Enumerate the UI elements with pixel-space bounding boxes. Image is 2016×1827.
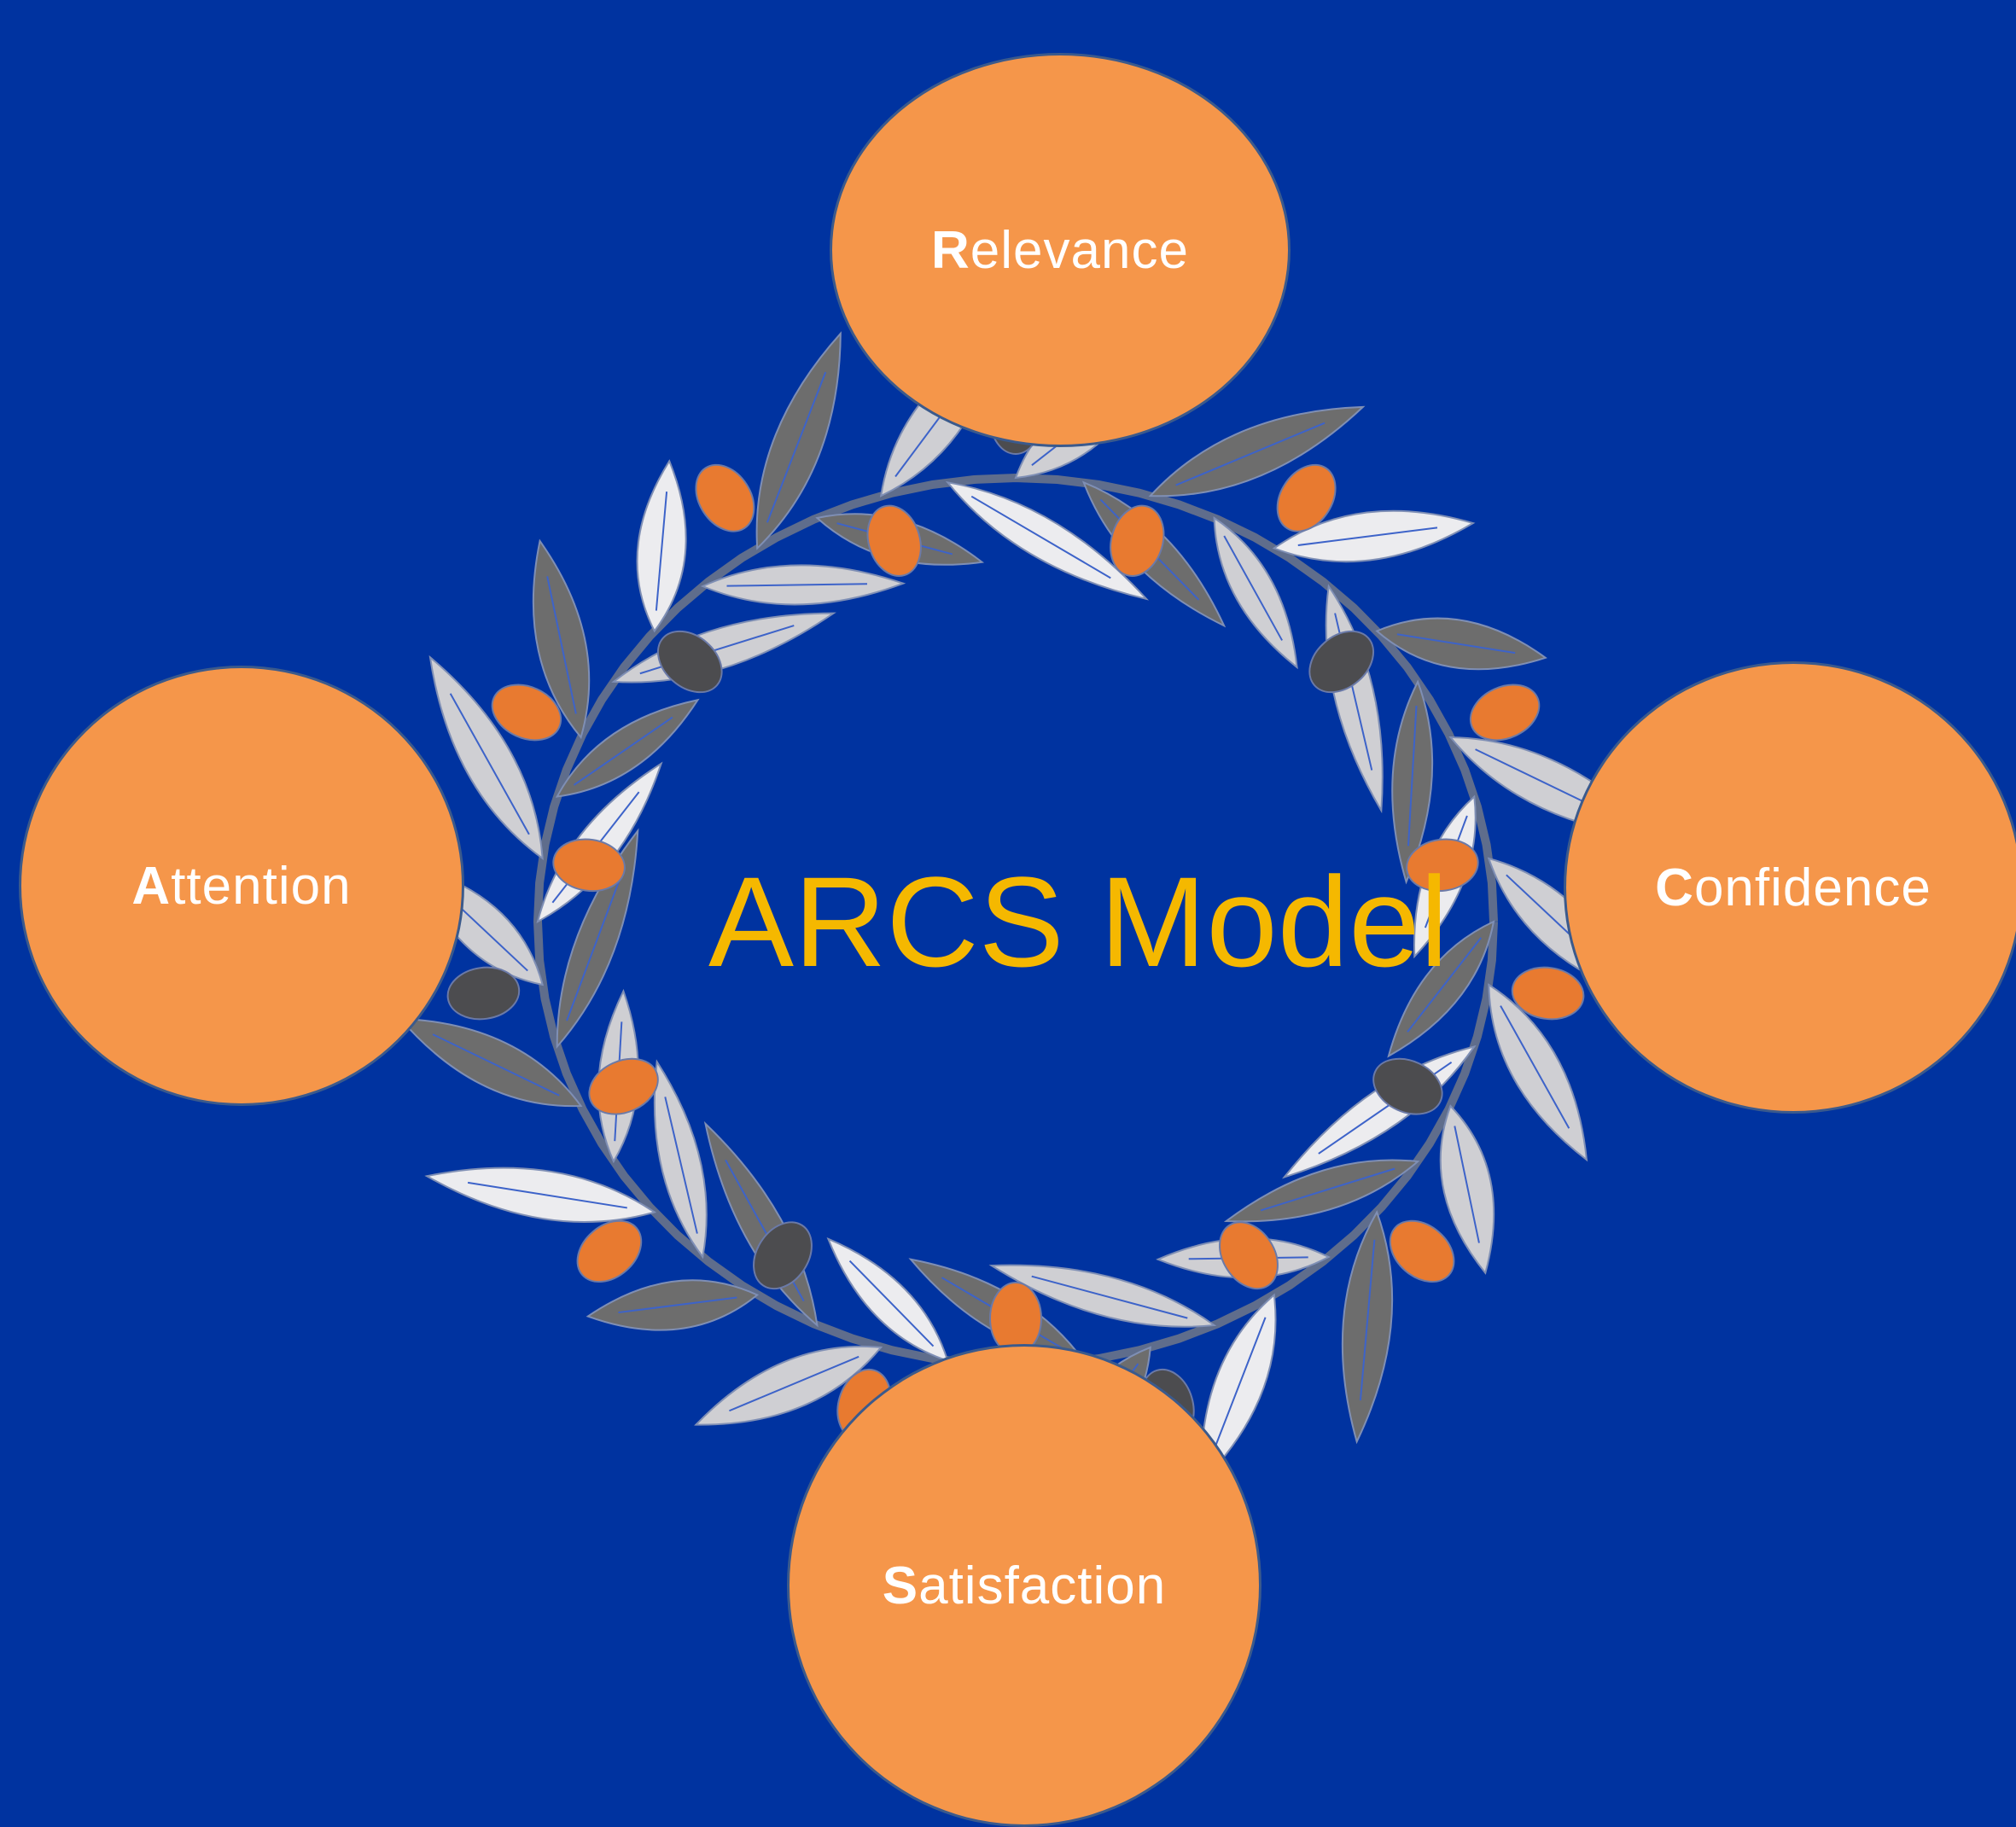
- satisfaction-label: atisfaction: [918, 1556, 1167, 1615]
- leaf: [826, 1236, 949, 1363]
- leaf: [1148, 405, 1366, 497]
- leaf: [1439, 1104, 1495, 1275]
- olive-berry: [1469, 684, 1541, 742]
- olive-berry: [695, 463, 755, 532]
- olive-berry: [1110, 504, 1165, 577]
- olive-berry: [576, 1219, 643, 1283]
- leaf-vein: [848, 1260, 935, 1347]
- confidence-label: onfidence: [1693, 858, 1932, 917]
- attention-initial: A: [131, 856, 172, 916]
- leaf: [1341, 1210, 1394, 1445]
- leaf: [555, 698, 700, 798]
- leaf-vein: [1407, 705, 1418, 847]
- olive-berry: [1406, 838, 1479, 893]
- olive-berry: [446, 966, 521, 1021]
- diagram-title: ARCS Model: [708, 850, 1448, 993]
- leaf: [988, 1264, 1217, 1328]
- leaf: [1272, 509, 1476, 563]
- leaf: [1325, 584, 1384, 814]
- leaf: [586, 1279, 760, 1331]
- olive-berry: [656, 630, 723, 694]
- olive-berry: [1276, 463, 1337, 532]
- leaf: [428, 655, 544, 861]
- relevance-node: Relevance: [830, 53, 1291, 447]
- leaf: [694, 1345, 883, 1426]
- olive-berry: [1308, 630, 1375, 694]
- olive-berry: [1219, 1221, 1279, 1290]
- olive-berry: [491, 684, 562, 742]
- leaf: [636, 459, 687, 633]
- leaf: [532, 538, 591, 740]
- satisfaction-initial: S: [882, 1556, 919, 1615]
- leaf-vein: [726, 583, 867, 587]
- leaf-vein: [1407, 937, 1483, 1033]
- attention-node: Attention: [19, 666, 464, 1106]
- leaf-vein: [566, 869, 625, 1021]
- olive-berry: [588, 1057, 659, 1115]
- olive-berry: [866, 504, 922, 577]
- leaf-vein: [664, 1097, 698, 1234]
- olive-berry: [1372, 1057, 1443, 1115]
- leaf-vein: [449, 693, 530, 835]
- olive-berry: [552, 838, 626, 893]
- olive-berry: [1511, 966, 1585, 1021]
- relevance-initial: R: [931, 220, 970, 280]
- leaf-vein: [1297, 527, 1438, 546]
- olive-berry: [753, 1221, 813, 1290]
- leaf: [424, 1167, 657, 1223]
- confidence-initial: C: [1655, 858, 1694, 917]
- leaf-vein: [618, 1296, 737, 1314]
- leaf-vein: [729, 1355, 859, 1412]
- leaf-vein: [1454, 1126, 1480, 1243]
- leaf-vein: [766, 371, 827, 523]
- leaf: [1391, 679, 1434, 885]
- leaf-vein: [655, 492, 668, 611]
- leaf-vein: [1223, 535, 1283, 641]
- confidence-node: Confidence: [1564, 661, 2016, 1114]
- leaf-vein: [1214, 1317, 1267, 1449]
- leaf: [653, 1059, 708, 1260]
- leaf: [1488, 983, 1588, 1162]
- leaf: [1375, 617, 1547, 671]
- leaf: [945, 480, 1150, 601]
- leaf-vein: [1396, 633, 1516, 655]
- leaf-vein: [573, 716, 673, 786]
- leaf-vein: [1031, 1275, 1188, 1319]
- leaf-vein: [1359, 1239, 1376, 1401]
- olive-berry: [1389, 1219, 1455, 1283]
- leaf-vein: [546, 576, 577, 714]
- leaf: [1223, 1159, 1420, 1223]
- leaf-vein: [1260, 1167, 1395, 1212]
- leaf: [556, 828, 639, 1050]
- relevance-label: elevance: [970, 220, 1189, 280]
- leaf-vein: [970, 495, 1111, 579]
- satisfaction-node: Satisfaction: [787, 1344, 1261, 1827]
- leaf-vein: [467, 1181, 627, 1209]
- leaf: [755, 331, 842, 550]
- leaf-vein: [1500, 1005, 1570, 1129]
- leaf: [1213, 516, 1298, 670]
- leaf: [700, 564, 906, 606]
- leaf: [1387, 920, 1495, 1058]
- leaf-vein: [1175, 422, 1326, 486]
- attention-label: ttention: [171, 856, 352, 916]
- leaf-vein: [432, 1033, 560, 1097]
